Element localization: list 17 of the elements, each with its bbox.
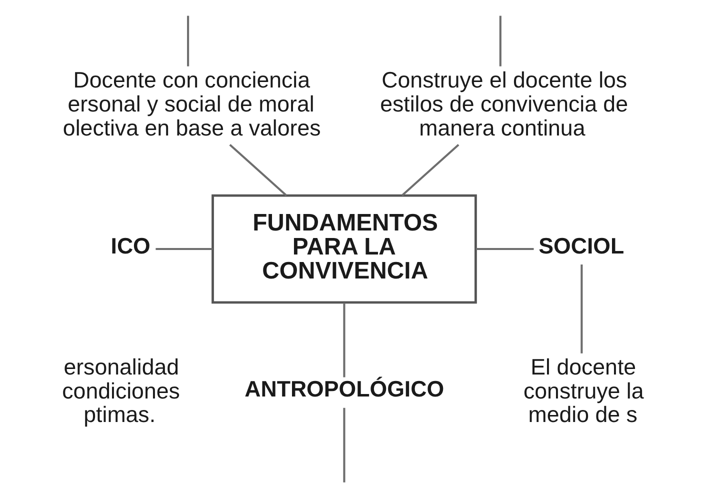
node-text: El docente construye la medio de s [524, 354, 644, 428]
connector [343, 302, 346, 378]
connector [401, 144, 460, 196]
connector [499, 16, 502, 66]
node-box: FUNDAMENTOS PARA LA CONVIVENCIA [212, 194, 477, 304]
connector [580, 264, 583, 354]
node-text: Construye el docente los estilos de convivencia de manera continua [380, 68, 628, 140]
connector [343, 408, 346, 482]
node-text: ersonalidad condiciones ptimas. [62, 354, 180, 428]
connector [229, 144, 288, 196]
connector [156, 248, 212, 250]
node-text: ANTROPOLÓGICO [244, 376, 444, 402]
node-text: Docente con conciencia ersonal y social de moral olectiva en base a valores [62, 68, 321, 140]
connector [187, 16, 190, 66]
node-text: ICO [110, 233, 150, 258]
node-text: SOCIOL [538, 233, 624, 258]
connector [476, 248, 534, 250]
